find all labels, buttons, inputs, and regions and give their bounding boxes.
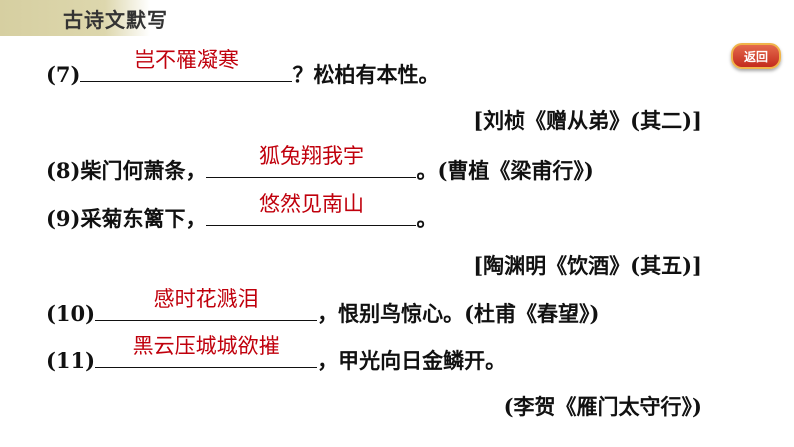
line-prefix: 柴门何萧条， — [80, 158, 207, 183]
page-title: 古诗文默写 — [63, 8, 168, 32]
answer-text: 黑云压城城欲摧 — [132, 334, 280, 358]
answer-text: 狐兔翔我宇 — [258, 144, 364, 168]
attribution: [刘桢《赠从弟》(其二)] — [473, 108, 702, 133]
line-suffix: 。 — [416, 206, 438, 231]
poem-line-8: (8)柴门何萧条， 狐兔翔我宇。(曹植《梁甫行》) — [46, 144, 594, 185]
answer-blank: 狐兔翔我宇 — [206, 144, 417, 178]
attribution: [陶渊明《饮酒》(其五)] — [473, 253, 702, 278]
answer-text: 岂不罹凝寒 — [133, 48, 239, 72]
poem-line-11: (11) 黑云压城城欲摧 ，甲光向日金鳞开。 — [46, 334, 507, 375]
answer-blank: 黑云压城城欲摧 — [95, 334, 318, 368]
answer-text: 悠然见南山 — [258, 192, 364, 216]
back-button[interactable]: 返回 — [731, 43, 781, 69]
item-number: (10) — [46, 301, 96, 326]
attribution: (李贺《雁门太守行》) — [503, 394, 702, 419]
answer-blank: 岂不罹凝寒 — [80, 48, 293, 82]
line-prefix: 采菊东篱下， — [80, 206, 207, 231]
item-number: (8) — [46, 158, 81, 183]
answer-blank: 悠然见南山 — [206, 192, 417, 226]
answer-text: 感时花溅泪 — [153, 287, 259, 311]
item-number: (11) — [46, 348, 96, 373]
item-number: (9) — [46, 206, 81, 231]
item-number: (7) — [46, 62, 81, 87]
line-suffix: ，甲光向日金鳞开。 — [317, 348, 507, 373]
poem-line-10: (10) 感时花溅泪 ，恨别鸟惊心。(杜甫《春望》) — [46, 287, 600, 328]
answer-blank: 感时花溅泪 — [95, 287, 318, 321]
header-bar — [0, 0, 150, 36]
poem-line-9: (9)采菊东篱下， 悠然见南山。 — [46, 192, 438, 233]
poem-line-7: (7) 岂不罹凝寒 ？松柏有本性。 — [46, 48, 440, 89]
line-suffix: ？松柏有本性。 — [292, 62, 440, 87]
line-suffix: 。(曹植《梁甫行》) — [416, 158, 594, 183]
line-suffix: ，恨别鸟惊心。(杜甫《春望》) — [317, 301, 600, 326]
